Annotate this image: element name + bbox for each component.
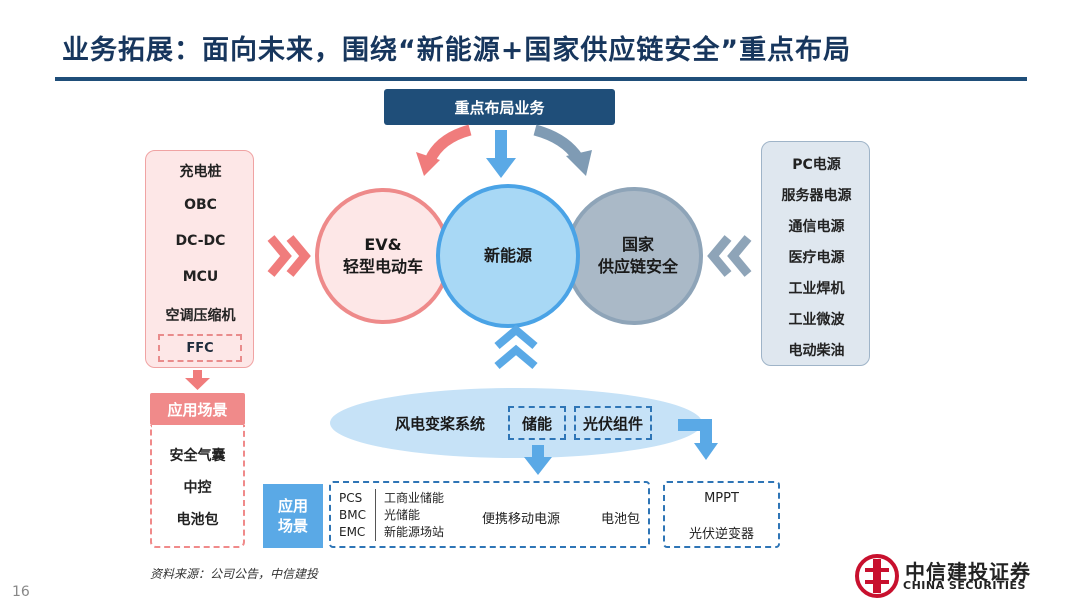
storage-arrow-head: [524, 457, 552, 475]
right-item: PC电源: [792, 157, 841, 173]
bent-arrow: [678, 419, 712, 445]
storage-item: 新能源场站: [384, 525, 445, 539]
inverter-item: 光伏逆变器: [688, 527, 754, 542]
ev-label: EV& 轻型电动车: [333, 234, 433, 278]
app-label-line2: 场景: [277, 517, 308, 535]
pv-applications-box: MPPT 光伏逆变器: [663, 481, 780, 548]
curve-arrow-right-head: [566, 150, 592, 176]
left-item: DC-DC: [175, 233, 226, 249]
battery-pack: 电池包: [601, 512, 641, 527]
page-number: 16: [12, 584, 30, 600]
up-chevron-1: [494, 324, 538, 350]
down-arrow-head: [486, 158, 516, 178]
curve-arrow-left: [424, 124, 472, 163]
logo-chinese: 中信建投证券: [905, 560, 1031, 584]
up-chevron-2: [494, 344, 538, 370]
left-item: MCU: [182, 269, 219, 285]
scene-arrow-shaft: [193, 370, 202, 380]
scene-item: 电池包: [176, 512, 219, 528]
scene-header: 应用场景: [150, 393, 245, 425]
mppt-item: MPPT: [704, 491, 739, 506]
ev-products-panel: 充电桩 OBC DC-DC MCU 空调压缩机 FFC: [145, 150, 254, 368]
storage-box: 储能: [508, 406, 566, 440]
bent-arrow-head: [694, 443, 718, 460]
left-item: 充电桩: [179, 164, 222, 180]
code-item: PCS: [339, 491, 363, 505]
right-item: 医疗电源: [788, 250, 845, 266]
left-item: 空调压缩机: [165, 308, 236, 324]
right-item: 工业焊机: [788, 281, 845, 297]
key-business-box: 重点布局业务: [384, 89, 615, 125]
curve-arrow-right: [533, 124, 583, 162]
down-arrow-shaft: [495, 130, 507, 160]
storage-item: 光储能: [384, 508, 421, 522]
scene-box: 安全气囊 中控 电池包: [150, 425, 245, 548]
title-underline: [55, 77, 1027, 81]
source-note: 资料来源：公司公告，中信建投: [150, 567, 319, 581]
page-title: 业务拓展：面向未来，围绕“新能源+国家供应链安全”重点布局: [62, 35, 852, 66]
storage-item: 工商业储能: [384, 491, 445, 505]
wind-pitch-label: 风电变桨系统: [395, 415, 486, 433]
app-scene-label: 应用 场景: [263, 484, 323, 548]
new-energy-circle: [436, 184, 580, 328]
scene-item: 中控: [183, 480, 212, 496]
pv-module-box: 光伏组件: [574, 406, 652, 440]
ev-label-line2: 轻型电动车: [342, 257, 423, 276]
wind-ellipse: [330, 388, 702, 458]
scene-item: 安全气囊: [169, 448, 226, 464]
code-item: BMC: [339, 508, 366, 522]
storage-applications-box: PCS BMC EMC 工商业储能 光储能 新能源场站 便携移动电源 电池包: [329, 481, 650, 548]
app-label-line1: 应用: [277, 497, 308, 515]
ffc-box: FFC: [158, 334, 242, 362]
new-energy-label: 新能源: [483, 246, 532, 265]
citic-logo-icon: [855, 554, 899, 598]
ev-label-line1: EV&: [364, 235, 402, 254]
right-item: 通信电源: [788, 219, 845, 235]
right-chevron-1: [707, 235, 732, 277]
security-label: 国家 供应链安全: [588, 234, 688, 278]
left-chevron-2: [286, 235, 311, 277]
right-item: 服务器电源: [781, 188, 852, 204]
storage-arrow-shaft: [532, 445, 544, 459]
portable-power: 便携移动电源: [482, 512, 561, 527]
security-products-panel: PC电源 服务器电源 通信电源 医疗电源 工业焊机 工业微波 电动柴油: [761, 141, 870, 366]
left-item: OBC: [184, 197, 217, 213]
right-chevron-2: [727, 235, 752, 277]
right-item: 电动柴油: [788, 343, 845, 359]
security-label-line2: 供应链安全: [597, 257, 678, 276]
scene-arrow-head: [185, 378, 210, 390]
logo-english: CHINA SECURITIES: [903, 579, 1026, 592]
curve-arrow-left-head: [416, 152, 440, 176]
left-chevron-1: [267, 235, 292, 277]
code-divider: [375, 489, 376, 541]
right-item: 工业微波: [788, 312, 845, 328]
code-item: EMC: [339, 525, 366, 539]
security-label-line1: 国家: [621, 235, 654, 254]
